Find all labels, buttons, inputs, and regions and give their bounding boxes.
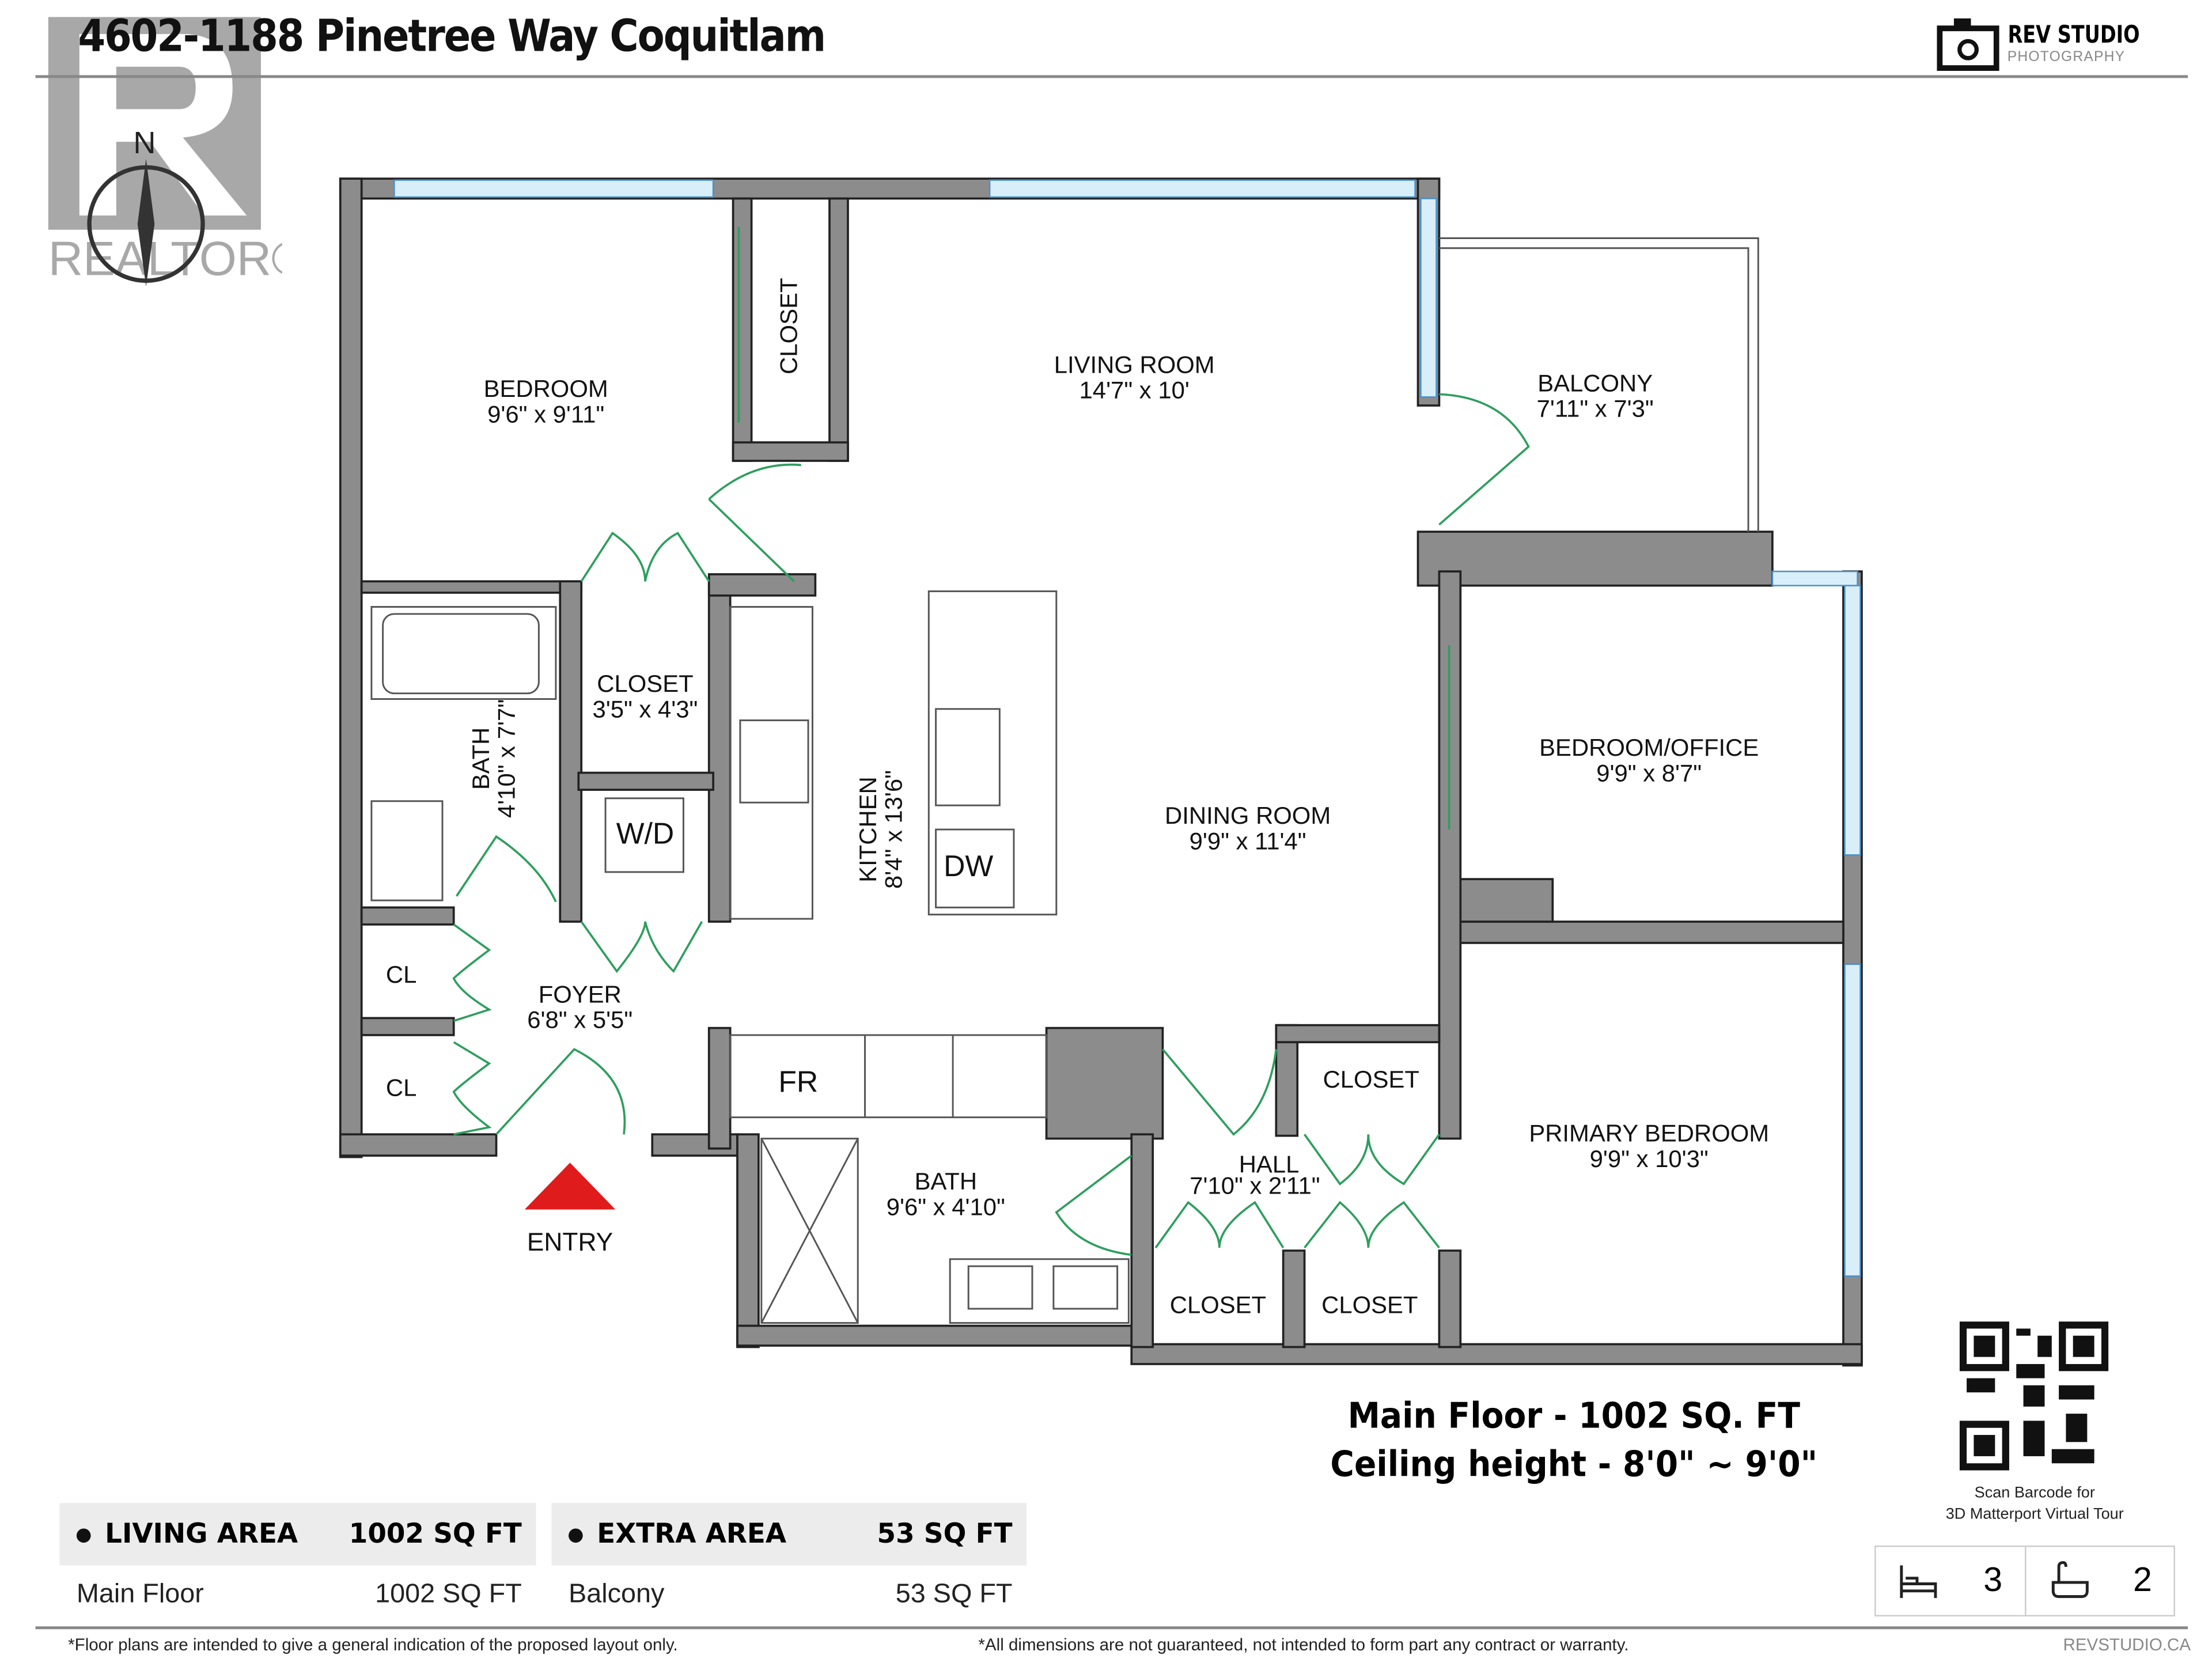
room-name: BALCONY [1537, 369, 1653, 396]
ceiling-height-text: Ceiling height - 8'0" ~ 9'0" [1330, 1443, 1818, 1485]
bedroom-count-value: 3 [1983, 1561, 2003, 1600]
qr-caption-line: Scan Barcode for [1974, 1484, 2095, 1502]
bathtub-icon [2051, 1561, 2089, 1599]
qr-caption-line: 3D Matterport Virtual Tour [1945, 1506, 2124, 1523]
room-labels: BEDROOM 9'6" x 9'11" CLOSET LIVING ROOM … [386, 278, 1769, 1318]
camera-icon [1936, 18, 1999, 71]
area-header: EXTRA AREA [597, 1518, 787, 1550]
room-name: CL [386, 1074, 416, 1101]
room-dims: 14'7" x 10' [1080, 377, 1190, 404]
room-name: CLOSET [1170, 1291, 1266, 1318]
room-name: DW [944, 849, 993, 882]
room-name: PRIMARY BEDROOM [1529, 1120, 1769, 1147]
room-name: CLOSET [775, 278, 802, 374]
realtor-watermark: REALTOR® N [48, 17, 282, 287]
room-name: BATH [915, 1168, 977, 1195]
floor-area-text: Main Floor - 1002 SQ. FT [1347, 1395, 1800, 1437]
room-name: BATH [467, 728, 494, 790]
room-name: BEDROOM/OFFICE [1539, 734, 1759, 761]
brand-name: REV STUDIO [2007, 20, 2139, 49]
floor-summary: Main Floor - 1002 SQ. FT Ceiling height … [1300, 1392, 1848, 1488]
entry-label: ENTRY [527, 1228, 613, 1256]
bathroom-count-value: 2 [2133, 1561, 2152, 1600]
room-name: HALL [1239, 1151, 1300, 1178]
room-dims: 3'5" x 4'3" [593, 696, 698, 723]
brand-sub: PHOTOGRAPHY [2007, 48, 2126, 65]
area-row-label: Balcony [569, 1580, 665, 1609]
living-area-table: LIVING AREA 1002 SQ FT Main Floor 1002 SQ … [59, 1503, 536, 1611]
room-dims: 9'9" x 11'4" [1190, 827, 1306, 854]
room-dims: 9'6" x 9'11" [487, 401, 604, 428]
room-name: CLOSET [1323, 1066, 1419, 1093]
room-dims: 7'11" x 7'3" [1537, 395, 1654, 422]
room-name: LIVING ROOM [1054, 351, 1215, 378]
room-dims: 8'4" x 13'6" [880, 770, 907, 889]
room-dims: 9'6" x 4'10" [887, 1194, 1005, 1221]
windows [393, 179, 1861, 1277]
disclaimer-dimensions: *All dimensions are not guaranteed, not … [978, 1635, 1629, 1655]
header-divider [35, 75, 2188, 78]
room-name: W/D [616, 817, 674, 850]
compass-north-label: N [133, 126, 156, 160]
room-dims: 6'8" x 5'5" [527, 1006, 632, 1033]
room-dims: 9'9" x 8'7" [1596, 759, 1702, 786]
disclaimer-layout: *Floor plans are intended to give a gene… [68, 1635, 678, 1655]
area-total: 1002 SQ FT [349, 1518, 522, 1550]
bathroom-count: 2 [2024, 1547, 2174, 1615]
room-counts: 3 2 [1874, 1546, 2175, 1617]
area-total: 53 SQ FT [877, 1518, 1013, 1550]
room-name: CLOSET [1321, 1291, 1418, 1318]
room-name: CLOSET [597, 670, 693, 697]
room-name: FOYER [539, 980, 622, 1007]
area-row-value: 1002 SQ FT [375, 1580, 522, 1609]
room-name: FR [778, 1065, 818, 1098]
room-name: BEDROOM [484, 375, 608, 402]
doors [452, 226, 1530, 1256]
page-title: 4602-1188 Pinetree Way Coquitlam [78, 11, 826, 63]
footer-divider [35, 1626, 2188, 1630]
extra-area-table: EXTRA AREA 53 SQ FT Balcony 53 SQ FT [551, 1503, 1027, 1611]
website-link[interactable]: REVSTUDIO.CA [2063, 1635, 2191, 1655]
room-name: CL [386, 961, 416, 988]
room-dims: 4'10" x 7'7" [493, 699, 520, 818]
qr-code[interactable] [1959, 1321, 2109, 1471]
qr-caption: Scan Barcode for 3D Matterport Virtual T… [1900, 1483, 2169, 1526]
area-row-label: Main Floor [76, 1580, 204, 1609]
room-dims: 9'9" x 10'3" [1590, 1145, 1709, 1172]
bed-icon [1900, 1565, 1938, 1599]
bedroom-count: 3 [1876, 1547, 2024, 1615]
area-row-value: 53 SQ FT [895, 1580, 1013, 1609]
area-header: LIVING AREA [105, 1518, 298, 1550]
room-dims: 7'10" x 2'11" [1190, 1172, 1320, 1199]
room-name: KITCHEN [854, 777, 881, 882]
entry-arrow-icon [524, 1162, 616, 1210]
room-name: DINING ROOM [1165, 802, 1331, 829]
